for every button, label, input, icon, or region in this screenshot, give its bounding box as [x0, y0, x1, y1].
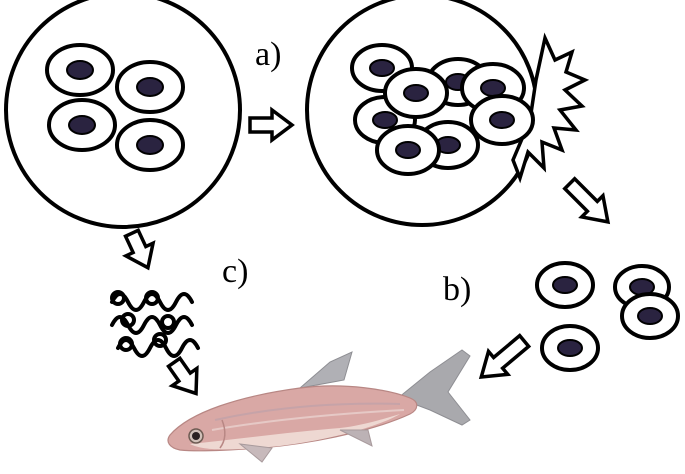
donor-cell — [115, 60, 185, 114]
cultured-cell — [383, 67, 449, 119]
arrow-down-right-icon — [562, 176, 611, 225]
arrow-down-icon — [121, 227, 156, 271]
donor-dish — [4, 0, 242, 229]
rupture-burst-icon — [511, 32, 590, 184]
dna-strands-icon — [110, 290, 200, 358]
arrow-dna-to-fish-icon — [166, 355, 199, 396]
donor-cell — [115, 118, 185, 172]
released-cell — [620, 292, 680, 340]
culture-dish — [305, 0, 590, 227]
cultured-cell — [375, 124, 441, 176]
donor-cell — [47, 98, 117, 152]
label-c: c) — [222, 253, 248, 290]
arrow-right-icon — [248, 106, 295, 144]
released-cell — [540, 324, 600, 372]
released-cells — [535, 261, 680, 372]
label-b: b) — [443, 271, 471, 308]
released-cell — [535, 261, 595, 309]
label-a: a) — [255, 36, 281, 73]
zebrafish-icon — [167, 349, 471, 463]
donor-cell — [45, 43, 115, 97]
arrow-down-left-icon — [478, 333, 532, 379]
cultured-cell — [469, 94, 535, 146]
